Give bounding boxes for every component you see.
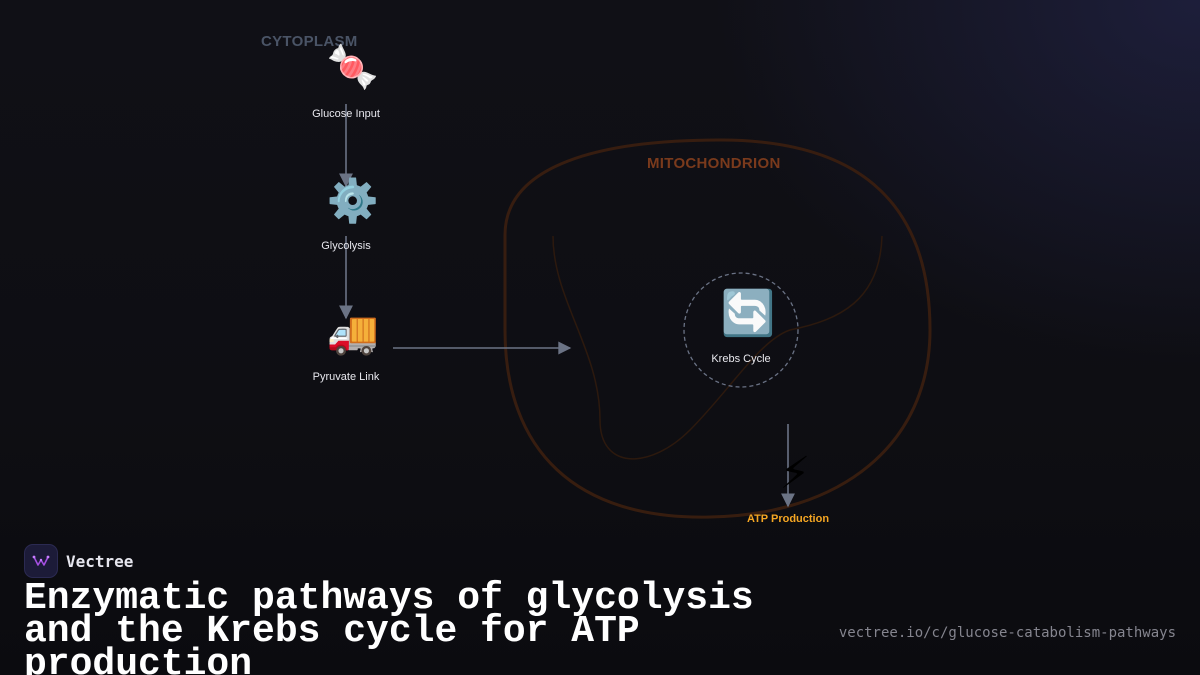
mitochondrion-inner-membrane <box>552 235 883 460</box>
krebs-cycle-label: Krebs Cycle <box>711 353 771 365</box>
mitochondrion-outer-membrane <box>503 138 932 519</box>
cycle-arrows-icon: 🔄 <box>720 288 776 339</box>
brand-name: Vectree <box>66 551 134 571</box>
atp-production-label: ATP Production <box>746 513 830 525</box>
brand: Vectree <box>24 544 133 578</box>
vectree-logo-icon <box>24 544 58 578</box>
gear-icon: ⚙️ <box>326 176 380 225</box>
mitochondrion-region-label: MITOCHONDRION <box>647 155 781 172</box>
glycolysis-label: Glycolysis <box>321 240 371 252</box>
truck-icon: 🚚 <box>326 308 380 357</box>
cytoplasm-region-label: CYTOPLASM <box>261 33 358 50</box>
source-url: vectree.io/c/glucose-catabolism-pathways <box>838 625 1176 641</box>
krebs-cycle-ring <box>683 272 799 388</box>
candy-icon: 🍬 <box>326 42 380 91</box>
pyruvate-link-label: Pyruvate Link <box>312 371 380 383</box>
lightning-icon: ⚡ <box>779 448 811 499</box>
page-title: Enzymatic pathways of glycolysis and the… <box>24 577 754 675</box>
glucose-input-label: Glucose Input <box>312 108 380 120</box>
